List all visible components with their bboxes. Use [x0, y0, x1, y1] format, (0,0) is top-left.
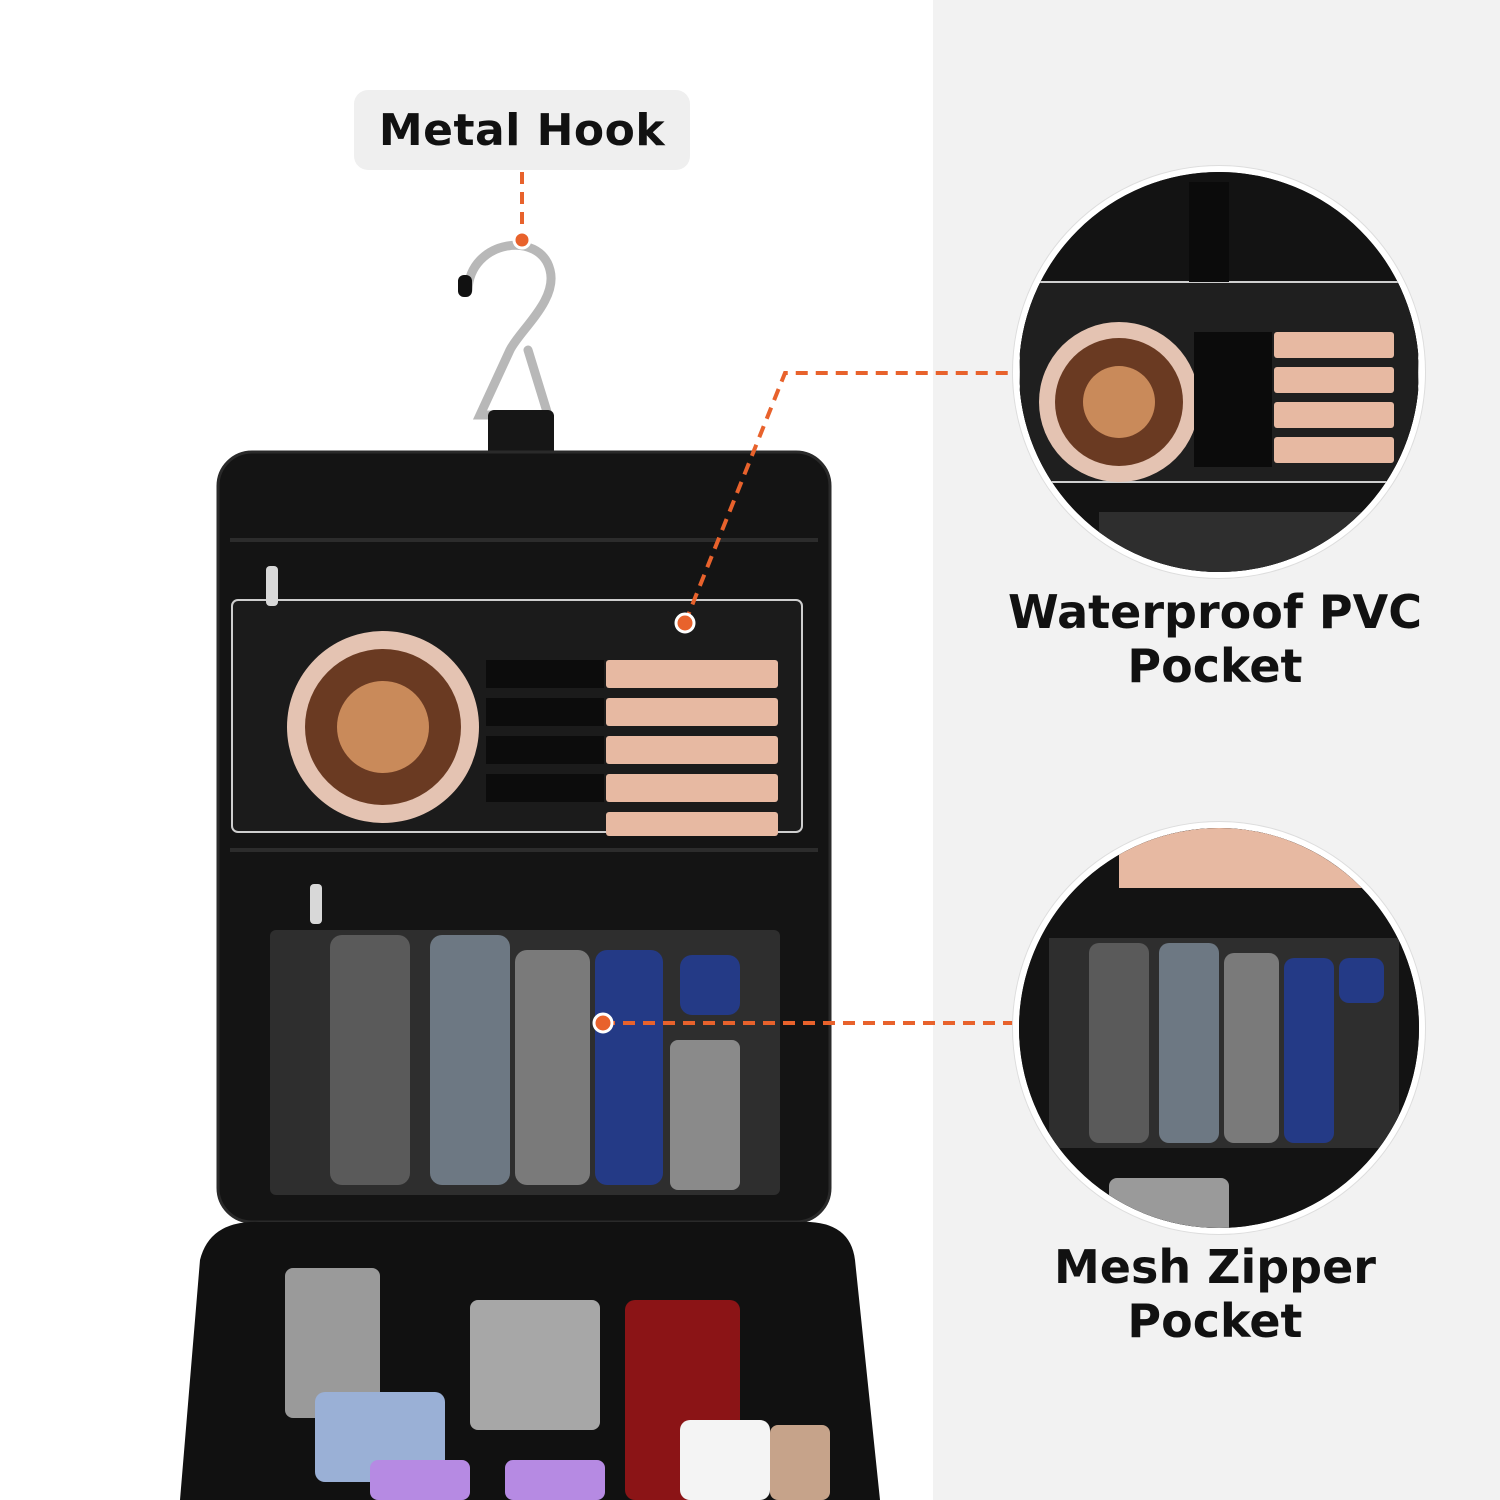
pvc-caption-line2: Pocket — [1127, 639, 1303, 693]
leader-lines — [520, 172, 1020, 1025]
pvc-caption-line1: Waterproof PVC — [1008, 585, 1422, 639]
mesh-zipper-pocket-caption: Mesh Zipper Pocket — [990, 1240, 1440, 1348]
mesh-marker — [592, 1012, 614, 1034]
metal-hook-label: Metal Hook — [354, 90, 690, 170]
pvc-pocket — [231, 566, 803, 836]
metal-hook — [458, 240, 556, 420]
pvc-pocket-zoom — [1013, 166, 1425, 578]
mesh-caption-line2: Pocket — [1127, 1294, 1303, 1348]
mesh-pocket — [270, 884, 780, 1195]
hook-marker — [512, 230, 532, 250]
waterproof-pvc-pocket-caption: Waterproof PVC Pocket — [990, 585, 1440, 693]
main-compartment — [180, 1221, 880, 1500]
mesh-caption-line1: Mesh Zipper — [1054, 1240, 1376, 1294]
pvc-marker — [674, 612, 696, 634]
mesh-pocket-zoom — [1013, 822, 1425, 1234]
